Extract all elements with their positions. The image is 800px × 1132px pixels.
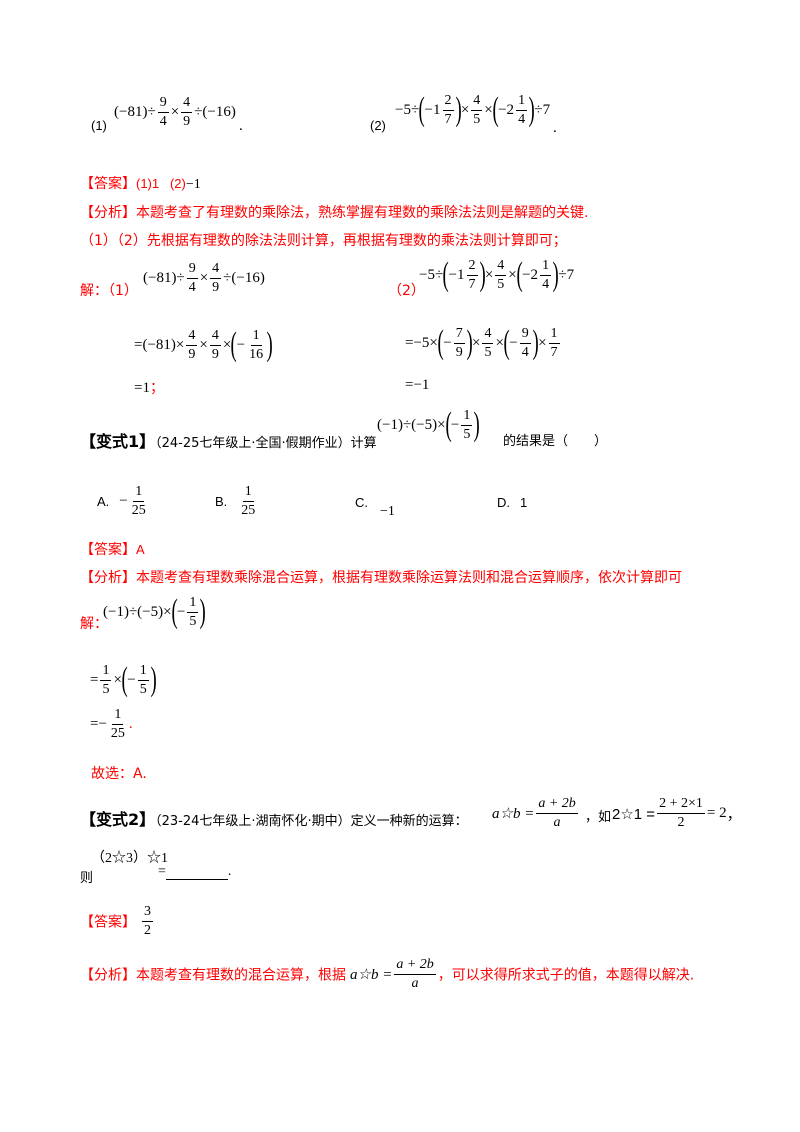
variant-1-conclusion: 故选：A. [91, 766, 147, 782]
analysis-1-method: （1）（2）先根据有理数的除法法则计算，再根据有理数的乘法法则计算即可； [80, 233, 567, 249]
variant-source: （24-25七年级上·全国·假期作业）计算 [155, 436, 377, 451]
option-d[interactable]: D. 1 [497, 495, 528, 510]
answer-value: −1 [185, 177, 201, 192]
variant-1-suffix: 的结果是（ ） [503, 434, 608, 449]
analysis-tag: 【分析】 [80, 205, 136, 221]
example-prefix: ，如 [585, 810, 612, 825]
analysis-1: 【分析】本题考查了有理数的乘除法，熟练掌握有理数的乘除法法则是解题的关键. [80, 202, 588, 222]
expr-part: −5÷ [395, 101, 420, 118]
question-expression: （2☆3）☆1 [91, 851, 168, 866]
question-prefix: 则 [80, 871, 94, 886]
expr-part: (−81)÷ [114, 104, 156, 120]
solution-2-result: =−1 [405, 377, 430, 393]
expr-part: ÷(−16) [194, 104, 236, 120]
answer-1: 【答案】(1)1 (2)−1 [80, 173, 201, 193]
variant-tag: 【变式2】 [80, 810, 156, 829]
option-c[interactable]: C. −1 [355, 495, 395, 519]
answer-blank[interactable]: =. [158, 864, 232, 880]
solution-label: 解：（1） [80, 283, 138, 299]
answer-tag: 【答案】 [80, 176, 136, 192]
solution-2-label: （2） [388, 283, 425, 299]
variant-1-heading: 【变式1】（24-25七年级上·全国·假期作业）计算 [80, 428, 377, 452]
answer-text: (1)1 (2) [136, 176, 186, 191]
variant-2-heading: 【变式2】（23-24七年级上·湖南怀化·期中）定义一种新的运算： [80, 806, 468, 830]
variant-1-analysis: 【分析】本题考查有理数乘除混合运算，根据有理数乘除运算法则和混合运算顺序，依次计… [80, 570, 682, 586]
analysis-text: 本题考查了有理数的乘除法，熟练掌握有理数的乘除法法则是解题的关键. [136, 205, 589, 221]
problem-1-label: (1) [91, 118, 107, 133]
period: . [239, 118, 243, 134]
problem-2-label: (2) [370, 118, 386, 133]
variant-1-solution-label: 解： [80, 616, 108, 632]
period: . [553, 120, 557, 136]
times-sign: × [170, 104, 180, 120]
variant-source: （23-24七年级上·湖南怀化·期中）定义一种新的运算： [155, 814, 468, 829]
variant-tag: 【变式1】 [80, 432, 156, 451]
variant-1-answer: 【答案】A [80, 542, 145, 558]
solution-1-result: =1； [134, 380, 164, 396]
